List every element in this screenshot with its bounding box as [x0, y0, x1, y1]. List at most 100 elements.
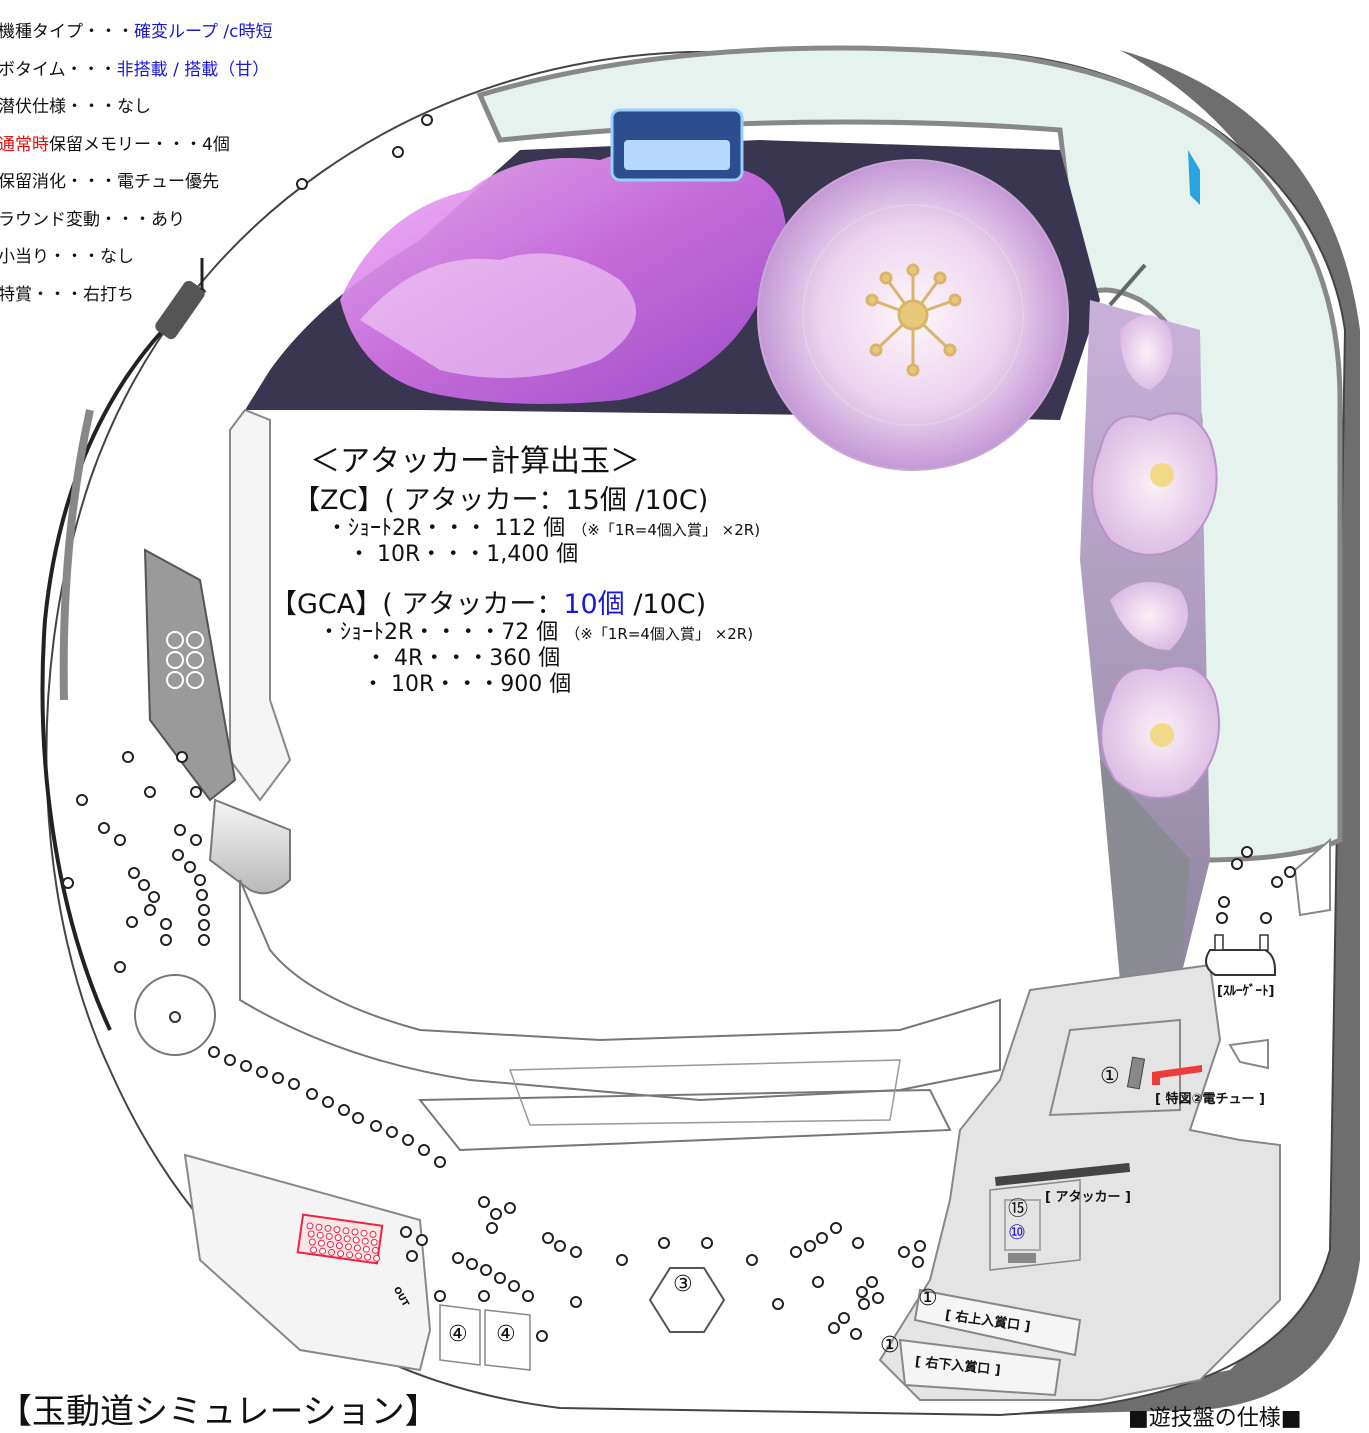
- denchu-plate: [1126, 1056, 1146, 1090]
- nail-field: [62, 114, 1296, 1342]
- left-rail: [40, 288, 207, 1031]
- denchu-count: ①: [1100, 1064, 1120, 1089]
- nail: [240, 1060, 252, 1072]
- gca-header: 【GCA】( アタッカー：10個 /10C): [270, 582, 706, 621]
- simulation-title: 【玉動道シミュレーション】: [0, 1392, 439, 1432]
- nail: [272, 1072, 284, 1084]
- center-count: ③: [673, 1272, 693, 1297]
- board-spec-title: ■遊技盤の仕様■: [1128, 1406, 1302, 1431]
- zc-line2: ・ 10R・・・1,400 個: [348, 542, 579, 567]
- nail: [208, 1046, 220, 1058]
- nail: [478, 1290, 490, 1302]
- ball-meter-dots: [166, 631, 204, 689]
- nail: [852, 1237, 864, 1249]
- nail: [402, 1134, 414, 1146]
- nail: [370, 1120, 382, 1132]
- nail: [898, 1246, 910, 1258]
- nail: [306, 1088, 318, 1100]
- nail: [804, 1240, 816, 1252]
- nail: [421, 114, 433, 126]
- nail: [194, 874, 206, 886]
- nail: [198, 934, 210, 946]
- nail: [434, 1156, 446, 1168]
- nail: [184, 861, 196, 873]
- nail: [912, 1256, 924, 1268]
- nail: [322, 1096, 334, 1108]
- nail: [198, 919, 210, 931]
- attacker-label: [ アタッカー ]: [1045, 1190, 1131, 1205]
- nail: [478, 1196, 490, 1208]
- launch-gate: [155, 280, 205, 340]
- nail: [856, 1286, 868, 1298]
- nail: [148, 891, 160, 903]
- upper-right-count: ①: [918, 1286, 938, 1311]
- nail: [224, 1054, 236, 1066]
- nail: [494, 1272, 506, 1284]
- nail: [490, 1208, 502, 1220]
- nail: [418, 1144, 430, 1156]
- spec-value: 4個: [202, 134, 230, 155]
- spec-prefix: 通常時: [0, 134, 49, 155]
- zc-line1-note: （※「1R=4個入賞」 ×2R): [572, 521, 761, 539]
- gca-header-post: /10C): [624, 589, 707, 620]
- nail: [1218, 896, 1230, 908]
- zc-header-pre: 【ZC】( アタッカー：: [293, 485, 566, 516]
- nail: [570, 1296, 582, 1308]
- gray-columns: [1100, 760, 1190, 980]
- left-pocket-count-a: ④: [448, 1322, 468, 1347]
- nail: [62, 877, 74, 889]
- nail: [508, 1280, 520, 1292]
- nail: [658, 1237, 670, 1249]
- nail: [828, 1322, 840, 1334]
- nail: [1284, 866, 1296, 878]
- nail: [434, 1290, 446, 1302]
- sakura-stamen: [865, 263, 962, 377]
- gca-line2: ・ 4R・・・360 個: [365, 646, 561, 671]
- attacker-base: [1008, 1253, 1036, 1263]
- gca-line1-note: （※「1R=4個入賞」 ×2R): [565, 625, 754, 643]
- nail: [772, 1298, 784, 1310]
- nail: [701, 1237, 713, 1249]
- spec-label: ラウンド変動・・・: [0, 209, 151, 230]
- blue-marker: [1188, 150, 1200, 205]
- spec-row: 特賞・・・右打ち: [0, 277, 272, 315]
- spec-value: 確変ループ /c時短: [134, 22, 273, 42]
- spec-value: あり: [151, 209, 185, 230]
- nail: [1241, 846, 1253, 858]
- spec-value: なし: [117, 97, 151, 117]
- nail: [256, 1066, 268, 1078]
- nail: [866, 1276, 878, 1288]
- nail: [504, 1202, 516, 1214]
- spec-row: 通常時保留メモリー・・・4個: [0, 127, 272, 165]
- nail: [1216, 912, 1228, 924]
- nail: [830, 1222, 842, 1234]
- nail: [790, 1246, 802, 1258]
- nail: [616, 1254, 628, 1266]
- center-hex: [648, 1267, 726, 1333]
- nail: [144, 904, 156, 916]
- spec-label: 機種タイプ・・・: [0, 22, 134, 42]
- nail: [838, 1312, 850, 1324]
- through-gate: [1205, 949, 1276, 976]
- nail: [138, 879, 150, 891]
- zc-line1-text: ・ｼｮｰﾄ2R・・・ 112 個: [326, 516, 566, 541]
- nail: [522, 1290, 534, 1302]
- nail: [746, 1254, 758, 1266]
- nail: [172, 849, 184, 861]
- nail: [1231, 858, 1243, 870]
- nail: [386, 1126, 398, 1138]
- gca-line1: ・ｼｮｰﾄ2R・・・・72 個 （※「1R=4個入賞」 ×2R): [318, 614, 753, 646]
- gca-header-pre: 【GCA】( アタッカー：: [270, 589, 564, 620]
- spec-row: 機種タイプ・・・確変ループ /c時短: [0, 14, 272, 52]
- lower-right-count: ①: [880, 1333, 900, 1358]
- nail: [1271, 876, 1283, 888]
- spec-value: 右打ち: [83, 284, 134, 305]
- nail: [144, 786, 156, 798]
- attacker-gca-count: ⑩: [1008, 1220, 1026, 1244]
- calc-heading: ＜アタッカー計算出玉＞: [310, 444, 640, 479]
- nail: [190, 834, 202, 846]
- nail: [190, 786, 202, 798]
- nail: [400, 1226, 412, 1238]
- nail: [296, 178, 308, 190]
